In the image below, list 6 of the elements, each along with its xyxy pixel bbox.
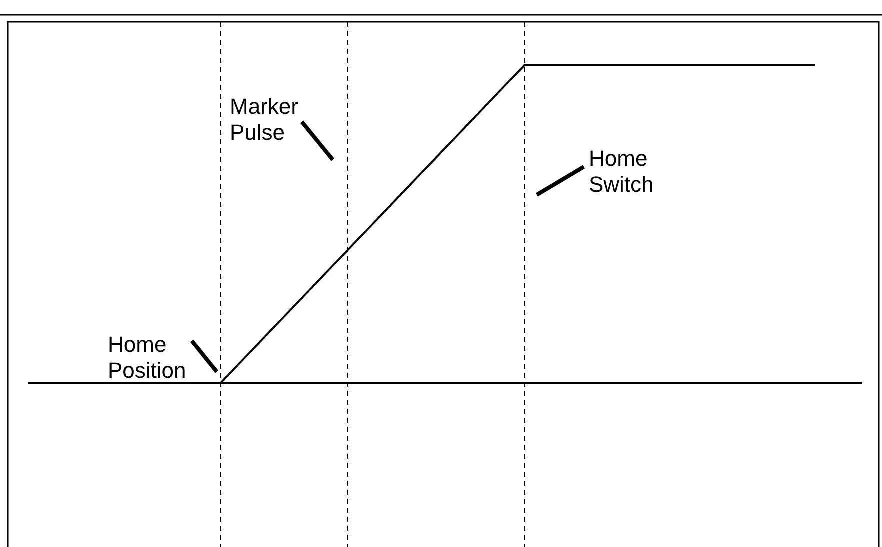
leader-line [536,165,586,197]
leader-line [190,340,219,374]
callout-label: Home Position [108,332,196,384]
leader-line [300,120,335,162]
callout-label: Home Switch [583,146,689,198]
callout-label: Marker Pulse [230,94,310,146]
